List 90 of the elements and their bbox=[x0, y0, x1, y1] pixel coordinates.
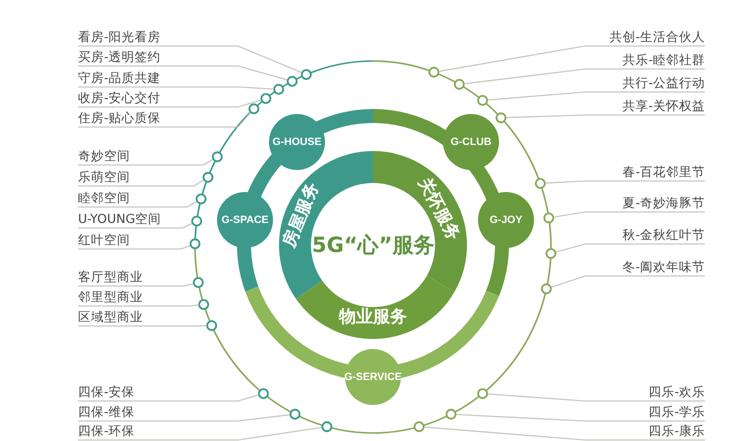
item-label: 夏-奇妙海豚节 bbox=[585, 194, 705, 212]
leader-line bbox=[78, 414, 290, 422]
ring-dot bbox=[258, 388, 269, 399]
item-label: U-YOUNG空间 bbox=[78, 210, 183, 228]
leader-line bbox=[78, 426, 322, 441]
ring-dot bbox=[202, 172, 214, 183]
item-label: 共享-关怀权益 bbox=[585, 97, 705, 115]
ring-dot bbox=[192, 277, 204, 288]
item-label: 邻里型商业 bbox=[78, 288, 190, 306]
ring-dot bbox=[273, 84, 284, 95]
leader-line bbox=[78, 283, 194, 287]
ring-dot bbox=[546, 248, 556, 259]
item-label: 春-百花邻里节 bbox=[585, 163, 705, 181]
item-label: 四乐-康乐 bbox=[585, 422, 705, 440]
ring-dot bbox=[414, 421, 424, 432]
leader-line bbox=[78, 159, 213, 166]
leader-line bbox=[78, 394, 258, 402]
category-label: G-SPACE bbox=[221, 214, 269, 226]
ring-dot bbox=[477, 95, 488, 106]
leader-line bbox=[78, 65, 288, 80]
leader-line bbox=[78, 45, 302, 73]
leader-line bbox=[552, 275, 705, 288]
ring-dot bbox=[260, 93, 272, 104]
ring-dot bbox=[198, 299, 210, 310]
item-label: 四保-安保 bbox=[78, 383, 238, 401]
leader-line bbox=[488, 91, 705, 101]
leader-line bbox=[78, 100, 261, 108]
leader-line bbox=[78, 223, 192, 229]
leader-line bbox=[488, 393, 705, 402]
item-label: 红叶空间 bbox=[78, 231, 182, 249]
leader-line bbox=[78, 86, 274, 90]
ring-dot bbox=[322, 421, 332, 432]
ring-dot bbox=[191, 216, 202, 226]
leader-line bbox=[78, 245, 190, 250]
leader-line bbox=[424, 426, 705, 441]
leader-line bbox=[546, 180, 705, 184]
ring-dot bbox=[300, 69, 312, 80]
leader-line bbox=[78, 325, 206, 327]
item-label: 共行-公益行动 bbox=[585, 74, 705, 92]
item-label: 睦邻空间 bbox=[78, 189, 188, 207]
category-label: G-HOUSE bbox=[272, 136, 322, 148]
category-label: G-SERVICE bbox=[344, 371, 402, 383]
category-circle bbox=[269, 114, 325, 170]
leader-line bbox=[78, 304, 198, 307]
item-label: 四保-环保 bbox=[78, 422, 238, 440]
ring-dot bbox=[477, 388, 488, 399]
item-label: 四乐-学乐 bbox=[585, 403, 705, 421]
item-label: 共乐-睦邻社群 bbox=[585, 51, 705, 69]
leader-line bbox=[556, 243, 705, 253]
ring-dot bbox=[190, 238, 200, 250]
category-label: G-JOY bbox=[490, 214, 522, 226]
ring-dot bbox=[543, 212, 554, 224]
leader-line bbox=[464, 68, 705, 84]
item-label: 奇妙空间 bbox=[78, 147, 204, 165]
leader-line bbox=[78, 201, 197, 208]
ring-dot bbox=[446, 408, 456, 420]
category-label: G-CLUB bbox=[450, 136, 492, 148]
ring-dot bbox=[541, 283, 552, 294]
item-label: 秋-金秋红叶节 bbox=[585, 226, 705, 244]
leader-line bbox=[78, 112, 251, 128]
ring-dot bbox=[248, 103, 260, 114]
ring-dot bbox=[286, 76, 298, 87]
item-label: 客厅型商业 bbox=[78, 268, 184, 286]
ring-dot bbox=[212, 151, 223, 162]
item-label: 住房-贴心质保 bbox=[78, 109, 238, 127]
center-title: 5G“心”服务 bbox=[312, 231, 434, 259]
segment-label: 物业服务 bbox=[339, 307, 407, 327]
ring-dot bbox=[206, 320, 218, 331]
item-label: 区域型商业 bbox=[78, 308, 198, 326]
item-label: 四乐-欢乐 bbox=[585, 383, 705, 401]
item-label: 四保-维保 bbox=[78, 403, 238, 421]
leader-line bbox=[554, 211, 705, 218]
item-label: 看房-阳光看房 bbox=[78, 28, 238, 46]
item-label: 冬-阖欢年味节 bbox=[585, 258, 705, 276]
ring-dot bbox=[428, 66, 440, 78]
leader-line bbox=[456, 414, 705, 422]
item-label: 共创-生活合伙人 bbox=[585, 28, 705, 46]
ring-dot bbox=[196, 194, 206, 204]
item-label: 买房-透明签约 bbox=[78, 48, 238, 66]
leader-line bbox=[439, 45, 705, 72]
leader-line bbox=[78, 180, 204, 187]
item-label: 乐萌空间 bbox=[78, 168, 194, 186]
leader-line bbox=[506, 114, 705, 118]
item-label: 收房-安心交付 bbox=[78, 89, 238, 107]
item-label: 守房-品质共建 bbox=[78, 69, 238, 87]
ring-dot bbox=[534, 178, 546, 189]
ring-dot bbox=[496, 112, 506, 124]
ring-segment bbox=[296, 276, 454, 339]
ring-dot bbox=[454, 78, 465, 90]
ring-dot bbox=[290, 408, 300, 420]
